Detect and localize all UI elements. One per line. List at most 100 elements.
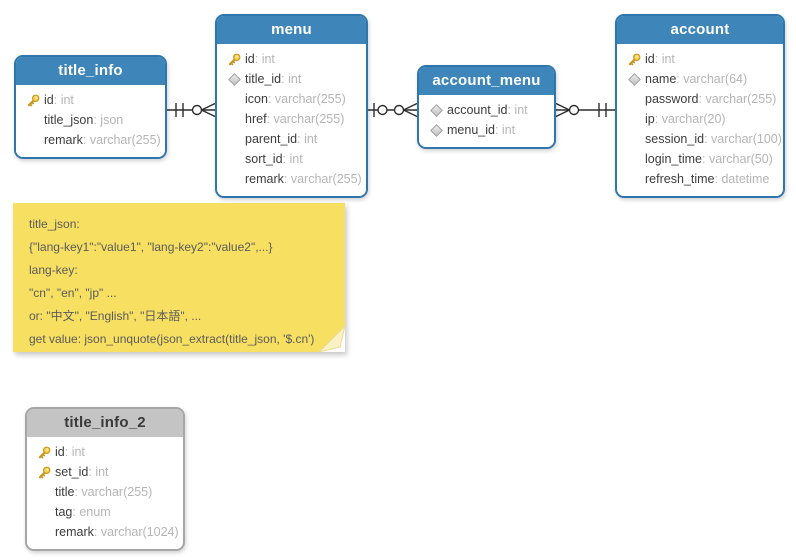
column-row[interactable]: hrefvarchar(255) [224,109,362,129]
column-row[interactable]: remarkvarchar(1024) [34,522,179,542]
table-title_info[interactable]: title_info idint title_jsonjson remarkva… [14,55,167,159]
note-line: "cn", "en", "jp" ... [29,286,117,300]
column-name: title [55,485,75,499]
relationship-account_menu-account[interactable] [555,102,615,118]
note-line: get value: json_unquote(json_extract(tit… [29,332,315,346]
column-name: icon [245,92,268,106]
column-name: menu_id [447,123,495,137]
column-type: varchar(255) [74,485,152,499]
column-type: int [54,93,74,107]
relationship-title_info-menu[interactable] [167,102,216,118]
column-row[interactable]: idint [624,49,779,69]
column-row[interactable]: idint [224,49,362,69]
column-type: datetime [714,172,769,186]
relationship-menu-account_menu[interactable] [368,102,418,118]
column-type: varchar(20) [655,112,726,126]
folded-corner-icon [319,326,345,352]
column-type: int [88,465,108,479]
column-name: sort_id [245,152,283,166]
column-name: name [645,72,677,86]
column-name: remark [44,133,83,147]
column-type: int [255,52,275,66]
column-row[interactable]: idint [34,442,179,462]
column-name: set_id [55,465,89,479]
column-name: tag [55,505,73,519]
column-row[interactable]: titlevarchar(255) [34,482,179,502]
column-row[interactable]: login_timevarchar(50) [624,149,779,169]
note-line: lang-key: [29,263,78,277]
column-row[interactable]: set_idint [34,462,179,482]
column-name: id [44,93,54,107]
column-name: login_time [645,152,702,166]
column-name: account_id [447,103,508,117]
column-row[interactable]: sort_idint [224,149,362,169]
column-type: varchar(50) [702,152,773,166]
column-row[interactable]: iconvarchar(255) [224,89,362,109]
table-title[interactable]: title_info_2 [27,409,183,437]
column-type: int [283,152,302,166]
column-name: password [645,92,699,106]
table-title[interactable]: title_info [16,57,165,85]
foreign-key-icon [224,72,245,86]
cardinality-zero-circle-icon [377,104,388,116]
column-name: title_json [44,113,94,127]
column-row[interactable]: account_idint [426,100,550,120]
cardinality-zero-circle-icon [191,104,203,116]
column-type: json [93,113,123,127]
table-columns: idint title_jsonjson remarkvarchar(255) [16,85,165,157]
primary-key-icon [224,53,245,66]
column-type: int [655,52,675,66]
column-row[interactable]: title_jsonjson [23,110,161,130]
table-title_info_2[interactable]: title_info_2 idint set_idint titlevarcha… [25,407,185,551]
table-account_menu[interactable]: account_menu account_idint menu_idint [417,65,556,149]
column-type: varchar(255) [284,172,362,186]
column-row[interactable]: parent_idint [224,129,362,149]
column-type: int [281,72,301,86]
column-row[interactable]: remarkvarchar(255) [224,169,362,189]
primary-key-icon [624,53,645,66]
note-line: or: "中文", "English", "日本語", ... [29,309,202,323]
column-name: parent_id [245,132,298,146]
crow-foot-many-icon [555,102,570,118]
crow-foot-many-icon [403,102,418,118]
column-name: ip [645,112,655,126]
column-row[interactable]: remarkvarchar(255) [23,130,161,150]
column-row[interactable]: session_idvarchar(100) [624,129,782,149]
column-type: int [507,103,527,117]
column-name: id [645,52,655,66]
table-columns: idint set_idint titlevarchar(255) tagenu… [27,437,183,549]
table-title[interactable]: account [617,16,783,44]
note-line: title_json: [29,217,80,231]
column-row[interactable]: menu_idint [426,120,550,140]
column-row[interactable]: namevarchar(64) [624,69,779,89]
column-row[interactable]: idint [23,90,161,110]
table-account[interactable]: account idint namevarchar(64) passwordva… [615,14,785,198]
column-type: varchar(64) [676,72,747,86]
column-row[interactable]: refresh_timedatetime [624,169,779,189]
column-type: int [495,123,515,137]
foreign-key-icon [426,103,447,117]
table-columns: account_idint menu_idint [419,95,554,147]
note-line: {"lang-key1":"value1", "lang-key2":"valu… [29,240,273,254]
column-name: id [245,52,255,66]
column-row[interactable]: passwordvarchar(255) [624,89,779,109]
column-type: varchar(100) [704,132,782,146]
column-row[interactable]: ipvarchar(20) [624,109,779,129]
table-columns: idint title_idint iconvarchar(255) hrefv… [217,44,366,196]
table-columns: idint namevarchar(64) passwordvarchar(25… [617,44,783,196]
column-name: remark [55,525,94,539]
column-name: remark [245,172,284,186]
column-type: int [297,132,317,146]
column-name: href [245,112,267,126]
foreign-key-icon [624,72,645,86]
column-row[interactable]: tagenum [34,502,179,522]
crow-foot-many-icon [201,102,216,118]
column-name: title_id [245,72,282,86]
table-menu[interactable]: menu idint title_idint iconvarchar(255) … [215,14,368,198]
column-type: int [65,445,85,459]
sticky-note[interactable]: title_json: {"lang-key1":"value1", "lang… [13,203,345,352]
column-row[interactable]: title_idint [224,69,362,89]
table-title[interactable]: menu [217,16,366,44]
table-title[interactable]: account_menu [419,67,554,95]
